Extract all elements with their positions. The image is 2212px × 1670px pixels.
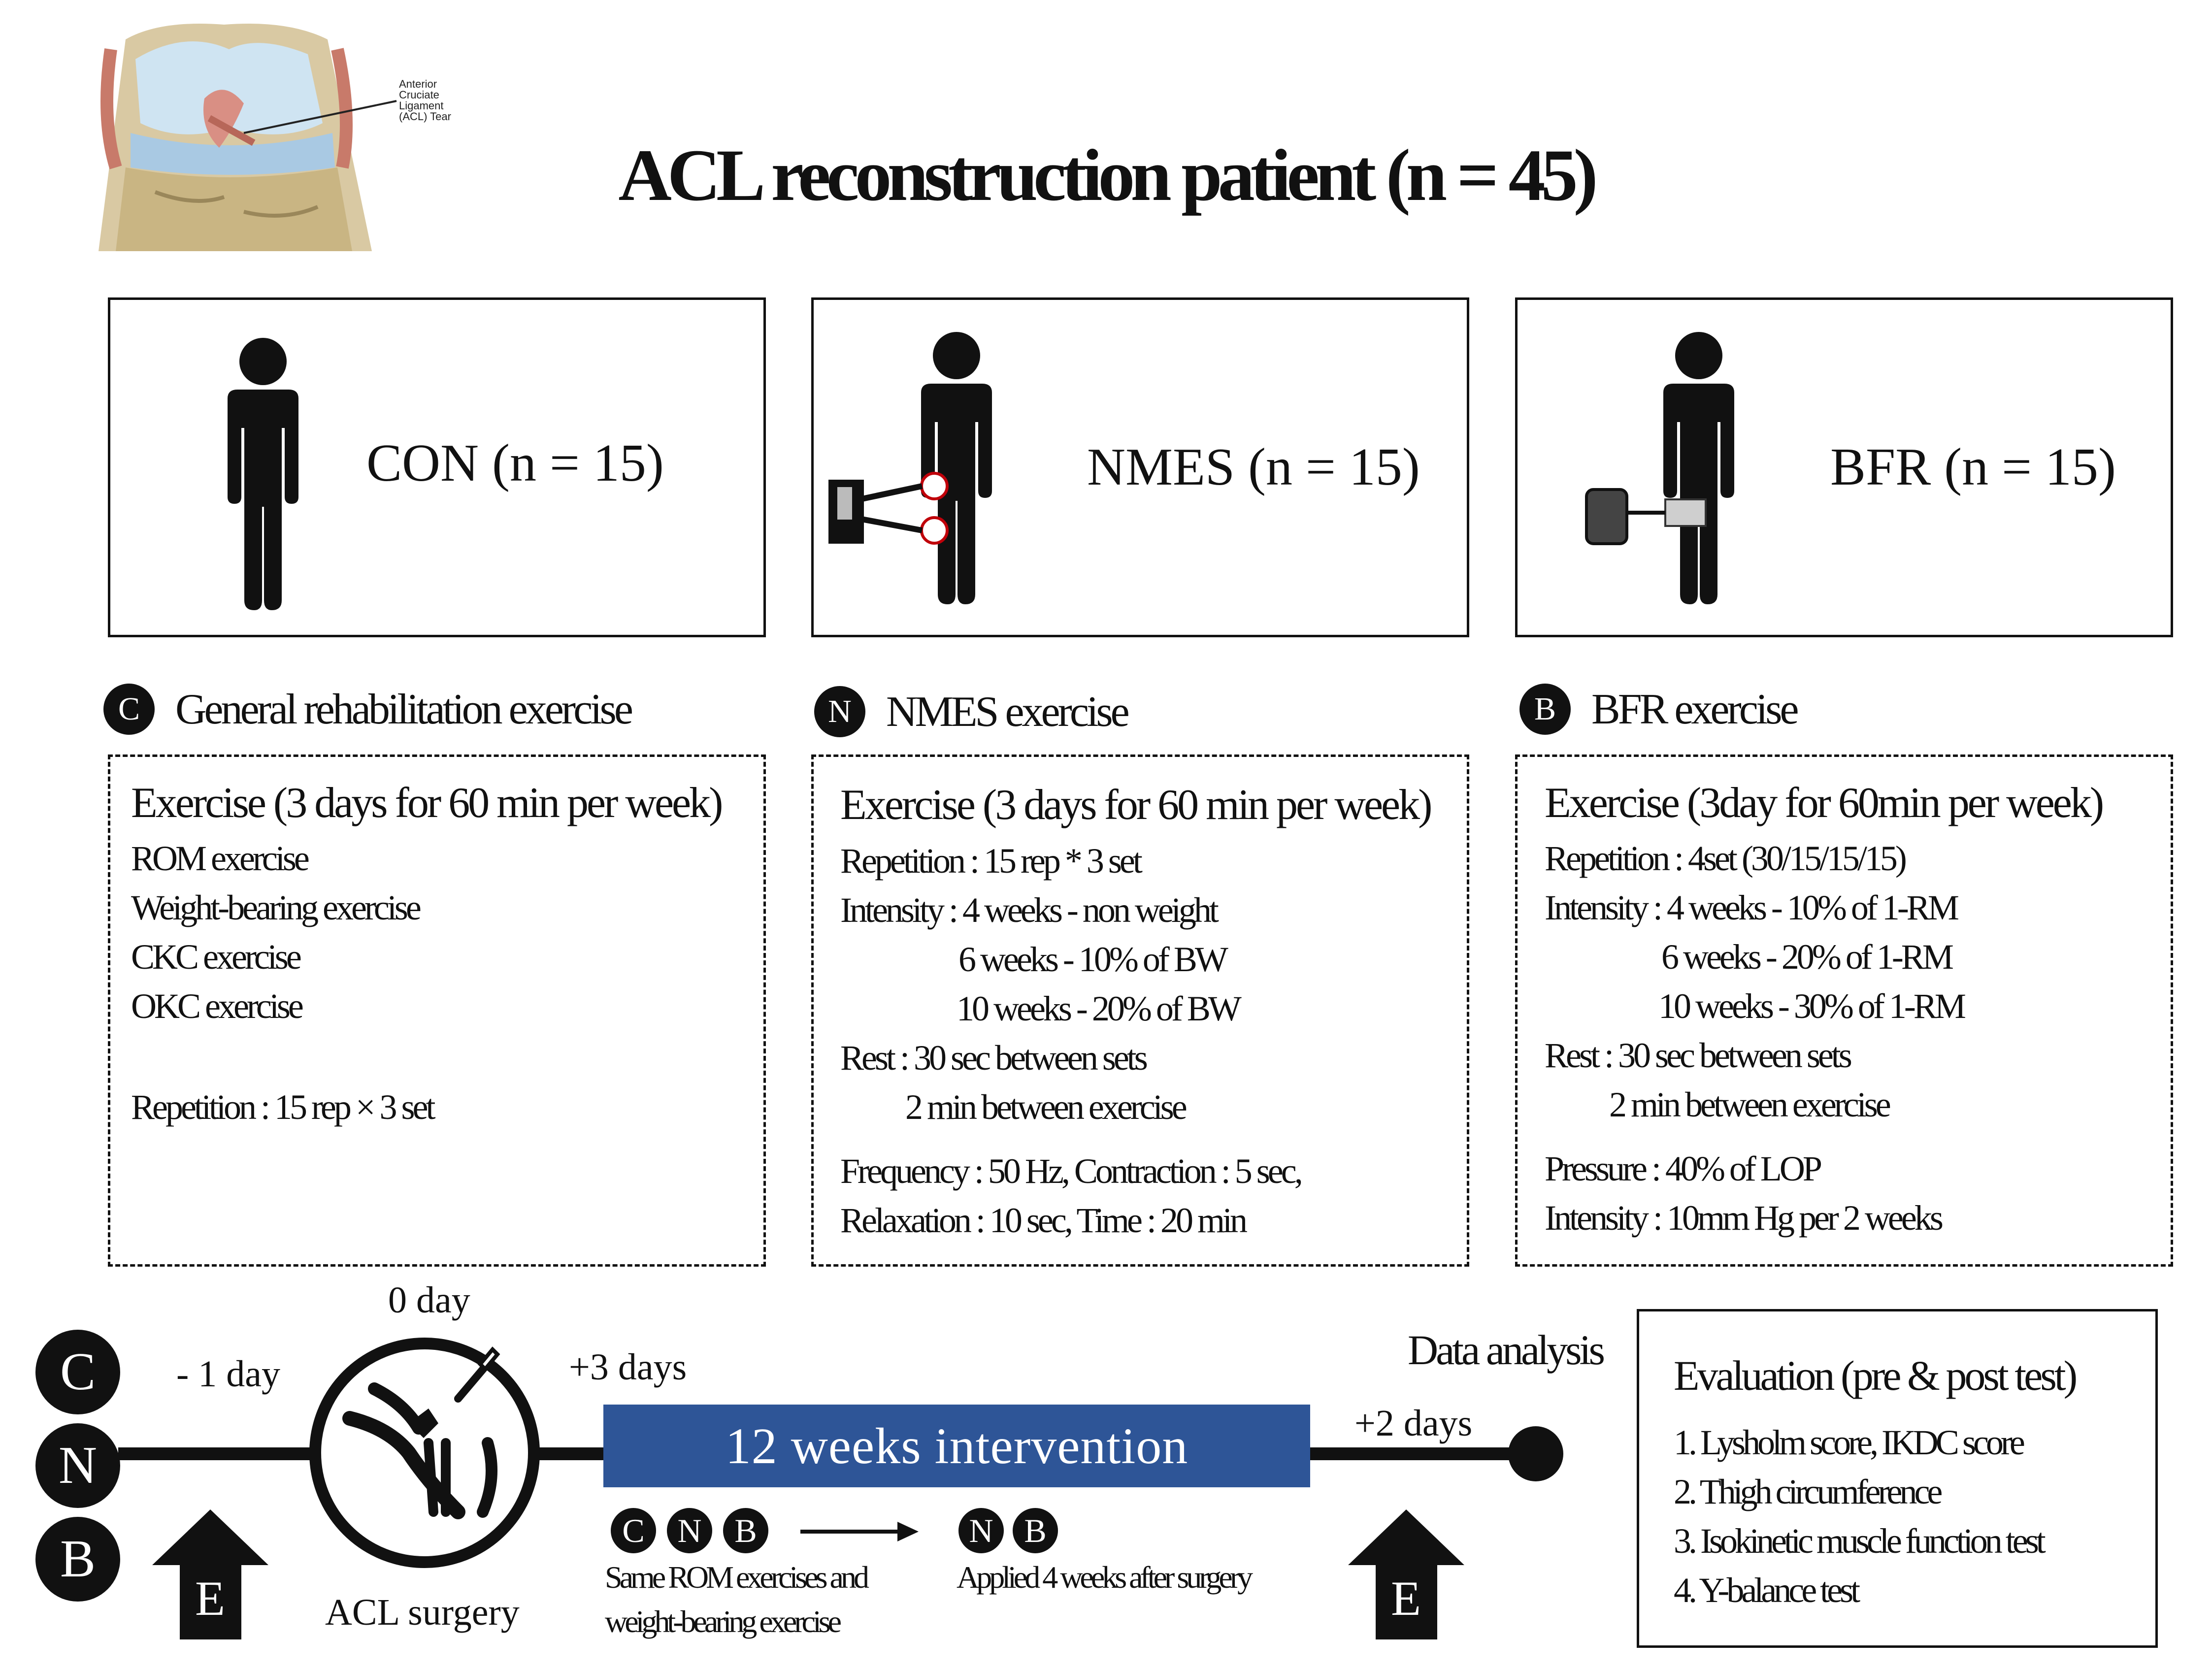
detail-line: Rest : 30 sec between sets — [840, 1038, 1148, 1078]
detail-line: 2 min between exercise — [905, 1087, 1188, 1127]
exercise-title: BFR exercise — [1591, 685, 1799, 733]
exercise-heading-nmes: N NMES exercise — [814, 682, 1130, 741]
ligament-label: Ligament — [399, 99, 444, 112]
timeline-badge-b: B — [35, 1517, 120, 1602]
detail-line: Exercise (3 days for 60 min per week) — [131, 779, 723, 827]
endpoint-dot — [1508, 1426, 1563, 1481]
plus-3-days-label: +3 days — [569, 1346, 687, 1388]
ligament-label: Cruciate — [399, 89, 439, 101]
note-badge-c: C — [611, 1508, 656, 1553]
evaluation-box: Evaluation (pre & post test) 1. Lysholm … — [1637, 1309, 2158, 1648]
intervention-bar: 12 weeks intervention — [603, 1405, 1310, 1487]
group-box-nmes: NMES (n = 15) — [811, 297, 1469, 637]
note-weight-bearing: weight-bearing exercise — [605, 1604, 842, 1639]
evaluation-arrow-pre — [152, 1509, 268, 1639]
note-same-rom: Same ROM exercises and — [605, 1560, 869, 1595]
detail-line: 2 min between exercise — [1609, 1085, 1891, 1124]
detail-line: ROM exercise — [131, 839, 310, 878]
detail-line: Exercise (3 days for 60 min per week) — [840, 781, 1432, 829]
ligament-label: Anterior — [399, 78, 437, 90]
timeline-badge-c: C — [35, 1330, 120, 1414]
evaluation-item: 1. Lysholm score, IKDC score — [1674, 1423, 2025, 1462]
note-badge-b: B — [1013, 1508, 1058, 1553]
group-label-con: CON (n = 15) — [366, 434, 664, 492]
group-label-bfr: BFR (n = 15) — [1830, 438, 2116, 496]
group-box-con: CON (n = 15) — [108, 297, 766, 637]
evaluation-arrow-label-post: E — [1391, 1571, 1421, 1626]
detail-line: Repetition : 15 rep × 3 set — [131, 1087, 435, 1127]
detail-line: 10 weeks - 30% of 1-RM — [1658, 986, 1966, 1026]
page-title: ACL reconstruction patient (n = 45) — [618, 134, 1598, 216]
group-label-nmes: NMES (n = 15) — [1087, 438, 1420, 496]
applied-arrow-head — [897, 1522, 919, 1541]
detail-line: Intensity : 4 weeks - non weight — [840, 890, 1219, 930]
note-badge-n: N — [667, 1508, 712, 1553]
evaluation-item: 4. Y-balance test — [1674, 1571, 1860, 1610]
exercise-heading-bfr: B BFR exercise — [1519, 680, 1799, 739]
note-applied-4-weeks: Applied 4 weeks after surgery — [957, 1560, 1253, 1595]
exercise-details-con: Exercise (3 days for 60 min per week) RO… — [108, 754, 766, 1267]
acl-surgery-label: ACL surgery — [325, 1592, 520, 1633]
detail-line: OKC exercise — [131, 986, 304, 1026]
person-with-cuff-icon — [1585, 332, 1734, 604]
exercise-title: General rehabilitation exercise — [175, 685, 633, 733]
surgery-knee-icon — [309, 1338, 540, 1568]
minus-1-day-label: - 1 day — [176, 1353, 281, 1395]
evaluation-arrow-label-pre: E — [195, 1571, 226, 1626]
detail-line: Intensity : 10mm Hg per 2 weeks — [1545, 1198, 1944, 1238]
detail-line: Exercise (3day for 60min per week) — [1545, 779, 2104, 827]
ligament-label: (ACL) Tear — [399, 110, 451, 123]
evaluation-arrow-post — [1348, 1509, 1464, 1639]
detail-line: CKC exercise — [131, 937, 302, 977]
detail-line: Frequency : 50 Hz, Contraction : 5 sec, — [840, 1151, 1303, 1191]
exercise-details-nmes: Exercise (3 days for 60 min per week) Re… — [811, 754, 1469, 1267]
detail-line: Repetition : 15 rep * 3 set — [840, 841, 1143, 881]
knee-illustration: Anterior Cruciate Ligament (ACL) Tear — [96, 20, 468, 261]
data-analysis-label: Data analysis — [1408, 1326, 1605, 1374]
person-icon — [228, 338, 298, 610]
detail-line: 6 weeks - 20% of 1-RM — [1661, 937, 1954, 977]
detail-line: 6 weeks - 10% of BW — [958, 940, 1228, 979]
exercise-heading-con: C General rehabilitation exercise — [103, 680, 633, 739]
evaluation-item: 3. Isokinetic muscle function test — [1674, 1521, 2046, 1561]
detail-line: 10 weeks - 20% of BW — [957, 989, 1242, 1028]
group-badge-b: B — [1519, 684, 1571, 735]
detail-line: Relaxation : 10 sec, Time : 20 min — [840, 1201, 1248, 1240]
zero-day-label: 0 day — [388, 1279, 470, 1321]
evaluation-title: Evaluation (pre & post test) — [1674, 1352, 2078, 1399]
detail-line: Pressure : 40% of LOP — [1545, 1149, 1822, 1188]
note-badge-b: B — [723, 1508, 768, 1553]
group-badge-c: C — [103, 684, 155, 735]
plus-2-days-label: +2 days — [1354, 1403, 1473, 1444]
note-badge-n: N — [958, 1508, 1004, 1553]
timeline-graphics — [118, 1338, 1563, 1639]
timeline-badge-n: N — [35, 1423, 120, 1508]
detail-line: Rest : 30 sec between sets — [1545, 1036, 1852, 1075]
evaluation-item: 2. Thigh circumference — [1674, 1472, 1943, 1511]
exercise-details-bfr: Exercise (3day for 60min per week) Repet… — [1515, 754, 2173, 1267]
group-box-bfr: BFR (n = 15) — [1515, 297, 2173, 637]
person-with-nmes-device-icon — [828, 332, 992, 604]
exercise-title: NMES exercise — [886, 688, 1130, 736]
detail-line: Intensity : 4 weeks - 10% of 1-RM — [1545, 888, 1959, 927]
group-badge-n: N — [814, 686, 865, 737]
detail-line: Repetition : 4set (30/15/15/15) — [1545, 839, 1907, 878]
detail-line: Weight-bearing exercise — [131, 888, 422, 927]
